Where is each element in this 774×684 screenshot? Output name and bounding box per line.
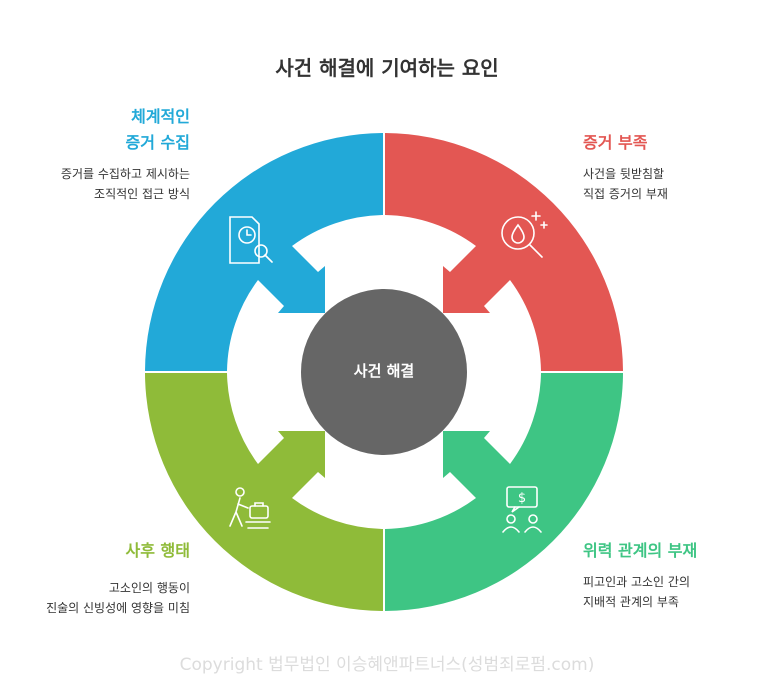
quadrant-lack-of-evidence: [385, 133, 623, 371]
factor-desc: 피고인과 고소인 간의: [583, 575, 690, 589]
quadrant-no-power-relation: [385, 373, 623, 611]
factor-desc: 조직적인 접근 방식: [94, 187, 190, 201]
document-clock-search-icon: [229, 216, 273, 264]
center-circle: [301, 289, 467, 455]
quadrant-post-behavior: [145, 373, 383, 611]
drop-magnifier-icon: [501, 211, 548, 258]
factor-title: 체계적인: [131, 107, 190, 126]
factor-desc: 진술의 신빙성에 영향을 미침: [46, 601, 190, 615]
factor-desc: 고소인의 행동이: [108, 581, 190, 595]
quadrant-systematic-evidence: [145, 133, 383, 371]
people-money-icon: $: [502, 486, 542, 533]
factor-desc: 직접 증거의 부재: [583, 187, 668, 201]
factor-title: 증거 부족: [583, 133, 648, 152]
diagram-title: 사건 해결에 기여하는 요인: [275, 56, 499, 80]
factor-title: 사후 행태: [125, 541, 190, 560]
person-luggage-conveyor-icon: [229, 487, 271, 529]
factor-desc: 증거를 수집하고 제시하는: [60, 167, 190, 181]
copyright-text: Copyright 법무법인 이승혜앤파트너스(성범죄로펌.com): [179, 655, 595, 675]
factor-desc: 사건을 뒷받침할: [583, 167, 665, 181]
factor-title: 증거 수집: [125, 133, 190, 152]
center-label: 사건 해결: [353, 362, 415, 380]
factor-title: 위력 관계의 부재: [583, 541, 698, 560]
factor-desc: 지배적 관계의 부족: [583, 595, 679, 609]
svg-text:$: $: [518, 491, 526, 506]
